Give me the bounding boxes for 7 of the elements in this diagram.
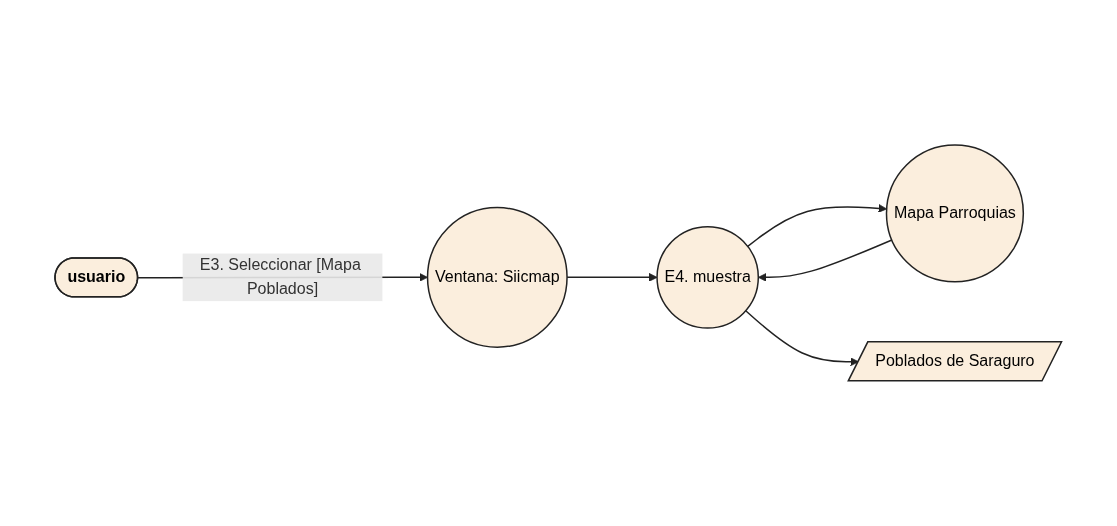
node-circle: Mapa Parroquias bbox=[885, 144, 1025, 283]
arrow bbox=[747, 204, 888, 248]
arrow bbox=[745, 310, 860, 367]
arrow bbox=[758, 239, 893, 282]
edge-label: E3. Seleccionar [Mapa Poblados] bbox=[200, 256, 362, 298]
node-circle: E4. muestra bbox=[656, 226, 760, 329]
node-circle: Ventana: Siicmap bbox=[427, 206, 568, 348]
